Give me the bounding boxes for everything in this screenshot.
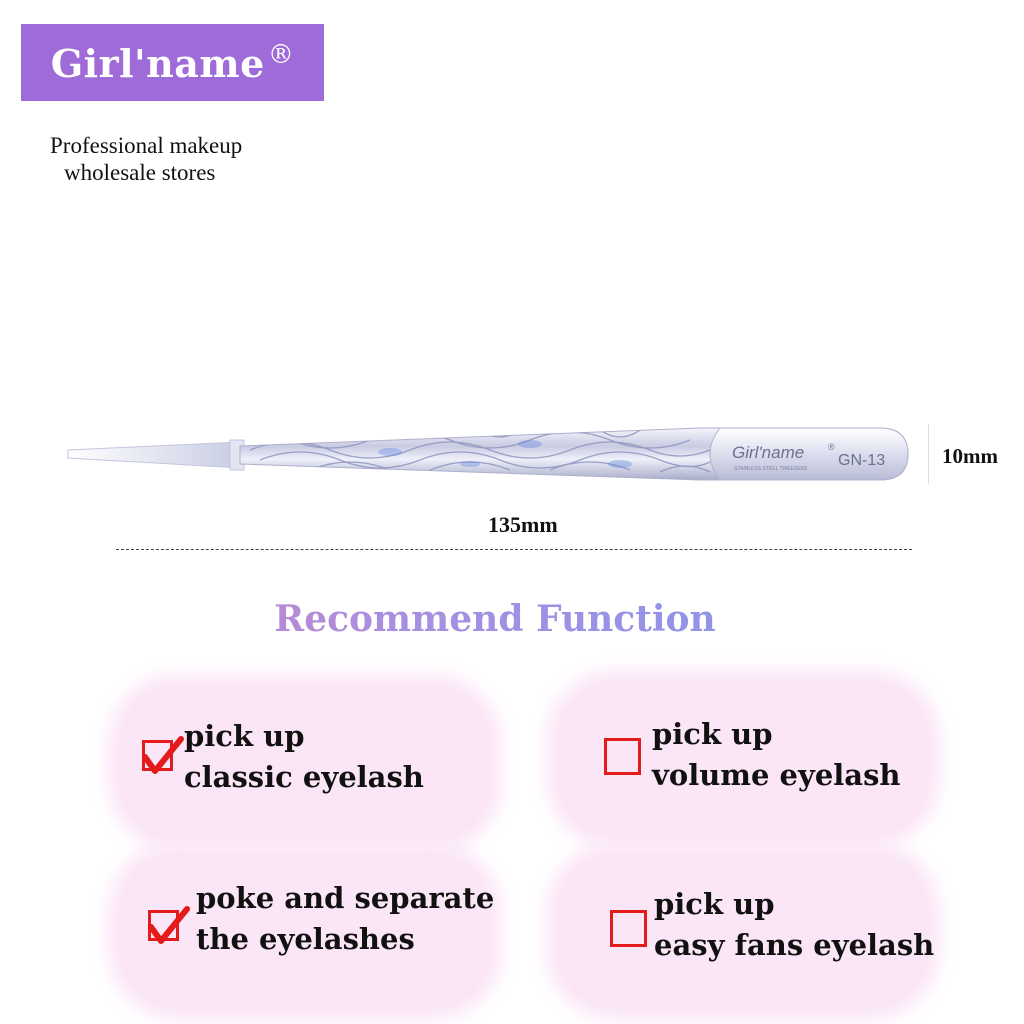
dashed-divider [116,549,912,550]
tweezer-image: Girl'name ® STAINLESS STEEL TWEEZERS GN-… [67,427,909,481]
checkmark-icon [148,906,190,944]
function-line-2: classic eyelash [184,760,424,794]
function-card-easy-fans: pick up easy fans eyelash [556,852,934,1010]
function-line-2: the eyelashes [196,922,415,956]
function-text: pick up volume eyelash [652,714,901,796]
checkmark-icon [142,736,184,774]
width-marker-line [928,424,929,484]
function-text: pick up classic eyelash [184,716,424,798]
function-line-2: volume eyelash [652,758,901,792]
tweezer-engraving-sub: STAINLESS STEEL TWEEZERS [734,466,808,472]
brand-name: Girl'name® [50,39,295,86]
svg-text:®: ® [828,442,835,452]
function-line-1: pick up [652,717,773,751]
section-title: Recommend Function [0,598,990,640]
brand-tagline: Professional makeup wholesale stores [50,132,242,186]
checkbox-unchecked [610,910,647,947]
function-card-volume: pick up volume eyelash [556,680,930,838]
tagline-line-1: Professional makeup [50,133,243,158]
function-card-classic: pick up classic eyelash [118,684,492,842]
tweezer-brand-engraving: Girl'name [732,443,804,462]
checkbox-checked [142,736,184,774]
tweezer-model: GN-13 [838,452,885,469]
brand-logo: Girl'name® [21,24,324,101]
function-line-2: easy fans eyelash [654,928,935,962]
tagline-line-2: wholesale stores [64,160,216,185]
function-text: poke and separate the eyelashes [196,878,494,960]
checkbox-checked [148,906,190,944]
registered-mark: ® [267,39,295,70]
function-card-separate: poke and separate the eyelashes [118,852,494,1010]
function-text: pick up easy fans eyelash [654,884,934,966]
function-line-1: pick up [654,887,775,921]
checkbox-unchecked [604,738,641,775]
width-dimension: 10mm [942,444,998,468]
length-dimension: 135mm [488,512,558,537]
function-line-1: poke and separate [196,881,495,915]
function-line-1: pick up [184,719,305,753]
